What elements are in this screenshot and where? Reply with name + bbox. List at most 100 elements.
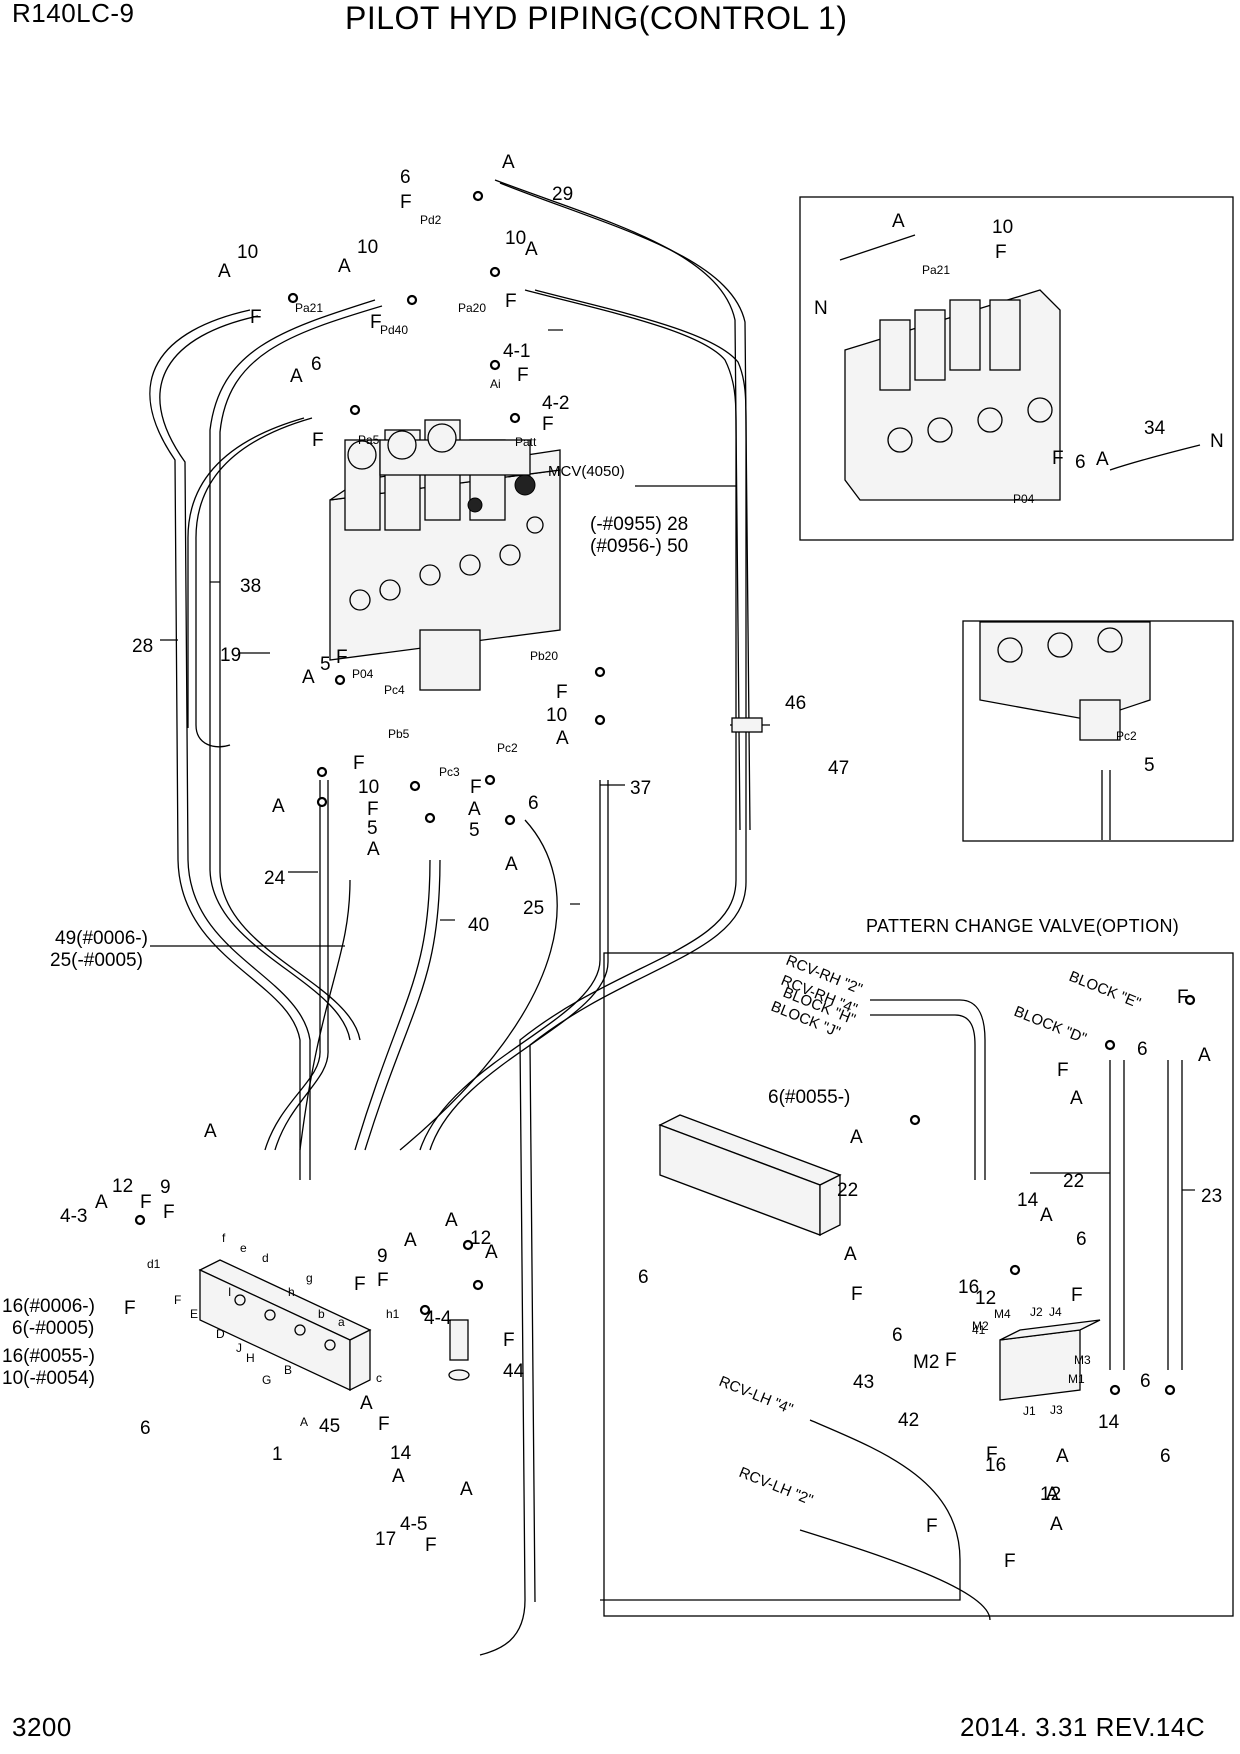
callout: A: [1070, 1088, 1083, 1109]
callout: A: [445, 1210, 458, 1231]
pattern-change-title: PATTERN CHANGE VALVE(OPTION): [866, 916, 1179, 936]
callout: 29: [552, 184, 573, 205]
pcv-callouts: F 6 A F A 6 22 A 22 23 14 A 6 A 16 12 F …: [638, 987, 1222, 1572]
port-label: A: [300, 1415, 308, 1429]
callout: 6: [892, 1325, 903, 1346]
port-label: Pc3: [439, 765, 460, 779]
revision-date: 2014. 3.31 REV.14C: [960, 1712, 1206, 1742]
port-label: I: [228, 1285, 231, 1299]
callout: A: [1056, 1446, 1069, 1467]
callout: F: [503, 1330, 515, 1351]
port-label: M1: [1068, 1372, 1085, 1386]
distribution-block: [198, 1259, 470, 1392]
port-label: Ai: [490, 377, 501, 391]
callout: F: [517, 365, 529, 386]
callout: A: [392, 1466, 405, 1487]
port-label: Pb20: [530, 649, 558, 663]
callout: A: [404, 1230, 417, 1251]
callout: F: [353, 753, 365, 774]
inset-frame-top: [799, 196, 1234, 541]
callout: 6: [1140, 1371, 1151, 1392]
callout: 12: [112, 1176, 133, 1197]
port-label: H: [246, 1351, 255, 1365]
callout: 22: [837, 1180, 858, 1201]
port-label: M3: [1074, 1353, 1091, 1367]
callout: 47: [828, 758, 849, 779]
callout: 43: [853, 1372, 874, 1393]
callout: 22: [1063, 1171, 1084, 1192]
callout: F: [1004, 1551, 1016, 1572]
callout: 10: [357, 237, 378, 258]
callout: F: [336, 647, 348, 668]
callout: 24: [264, 868, 286, 889]
page-number: 3200: [12, 1712, 72, 1742]
port-label: e: [240, 1241, 247, 1255]
port-label: h: [288, 1285, 295, 1299]
note-block-d: BLOCK "D": [1012, 1003, 1089, 1047]
callout: 5: [367, 818, 378, 839]
callout: 14: [1017, 1190, 1039, 1211]
callout: 34: [1144, 418, 1166, 439]
main-hoses: [149, 179, 770, 1656]
inset-top-callouts: A 10 F N 6 F A 34 N P04 Pa21: [814, 211, 1224, 506]
port-label: J2: [1030, 1305, 1043, 1319]
callout: 17: [375, 1529, 396, 1550]
callout: F: [124, 1298, 136, 1319]
port-label: F: [174, 1293, 181, 1307]
callout: A: [556, 728, 569, 749]
callout: 4-4: [424, 1308, 452, 1329]
callout: A: [1040, 1205, 1053, 1226]
callout: 6: [638, 1267, 649, 1288]
port-label: Patt: [515, 435, 537, 449]
callout: 40: [468, 915, 489, 936]
mcv-label: MCV(4050): [548, 463, 625, 480]
note-block-e: BLOCK "E": [1067, 968, 1144, 1012]
model-number: R140LC-9: [12, 0, 135, 28]
callout: 4-2: [542, 393, 569, 414]
callout: 45: [319, 1416, 340, 1437]
hose-note-49: 49(#0006-): [55, 928, 148, 949]
port-label: 41: [972, 1323, 986, 1337]
callout: 38: [240, 576, 261, 597]
callout: 10: [237, 242, 258, 263]
callout: 10: [992, 217, 1013, 238]
callout: 28: [132, 636, 153, 657]
callout: F: [354, 1274, 366, 1295]
callout: 4-3: [60, 1206, 87, 1227]
callout: 10: [505, 228, 526, 249]
callout: F: [163, 1202, 175, 1223]
callout: M2: [913, 1352, 939, 1373]
port-label: J3: [1050, 1403, 1063, 1417]
port-label: Pa5: [358, 433, 380, 447]
callout: F: [1052, 448, 1064, 469]
callout: 9: [160, 1177, 171, 1198]
callout: 10: [546, 705, 567, 726]
port-label: Pb5: [388, 727, 410, 741]
port-label: h1: [386, 1307, 400, 1321]
callout: 42: [898, 1410, 919, 1431]
port-label: Pc4: [384, 683, 405, 697]
callout: A: [1198, 1045, 1211, 1066]
callout: A: [95, 1192, 108, 1213]
callout: F: [542, 414, 554, 435]
callout: A: [272, 796, 285, 817]
port-label: a: [338, 1315, 345, 1329]
callout: 6: [1160, 1446, 1171, 1467]
inset-middle-callouts: Pc2 5: [1116, 729, 1155, 776]
port-label: f: [222, 1231, 226, 1245]
port-label: J: [236, 1341, 242, 1355]
callout: 6: [400, 167, 411, 188]
callout: A: [218, 261, 231, 282]
port-label: b: [318, 1307, 325, 1321]
callout: F: [400, 192, 412, 213]
port-label: D: [216, 1327, 225, 1341]
callout: 37: [630, 778, 651, 799]
leader-lines: [150, 329, 1195, 1191]
port-label: d: [262, 1251, 269, 1265]
port-label: Pd40: [380, 323, 408, 337]
hose-note-28: (-#0955) 28: [590, 514, 688, 535]
block-note-16-0006: 16(#0006-): [2, 1296, 95, 1317]
inset-frame-pattern-change: [603, 952, 1234, 1617]
callout: A: [360, 1393, 373, 1414]
